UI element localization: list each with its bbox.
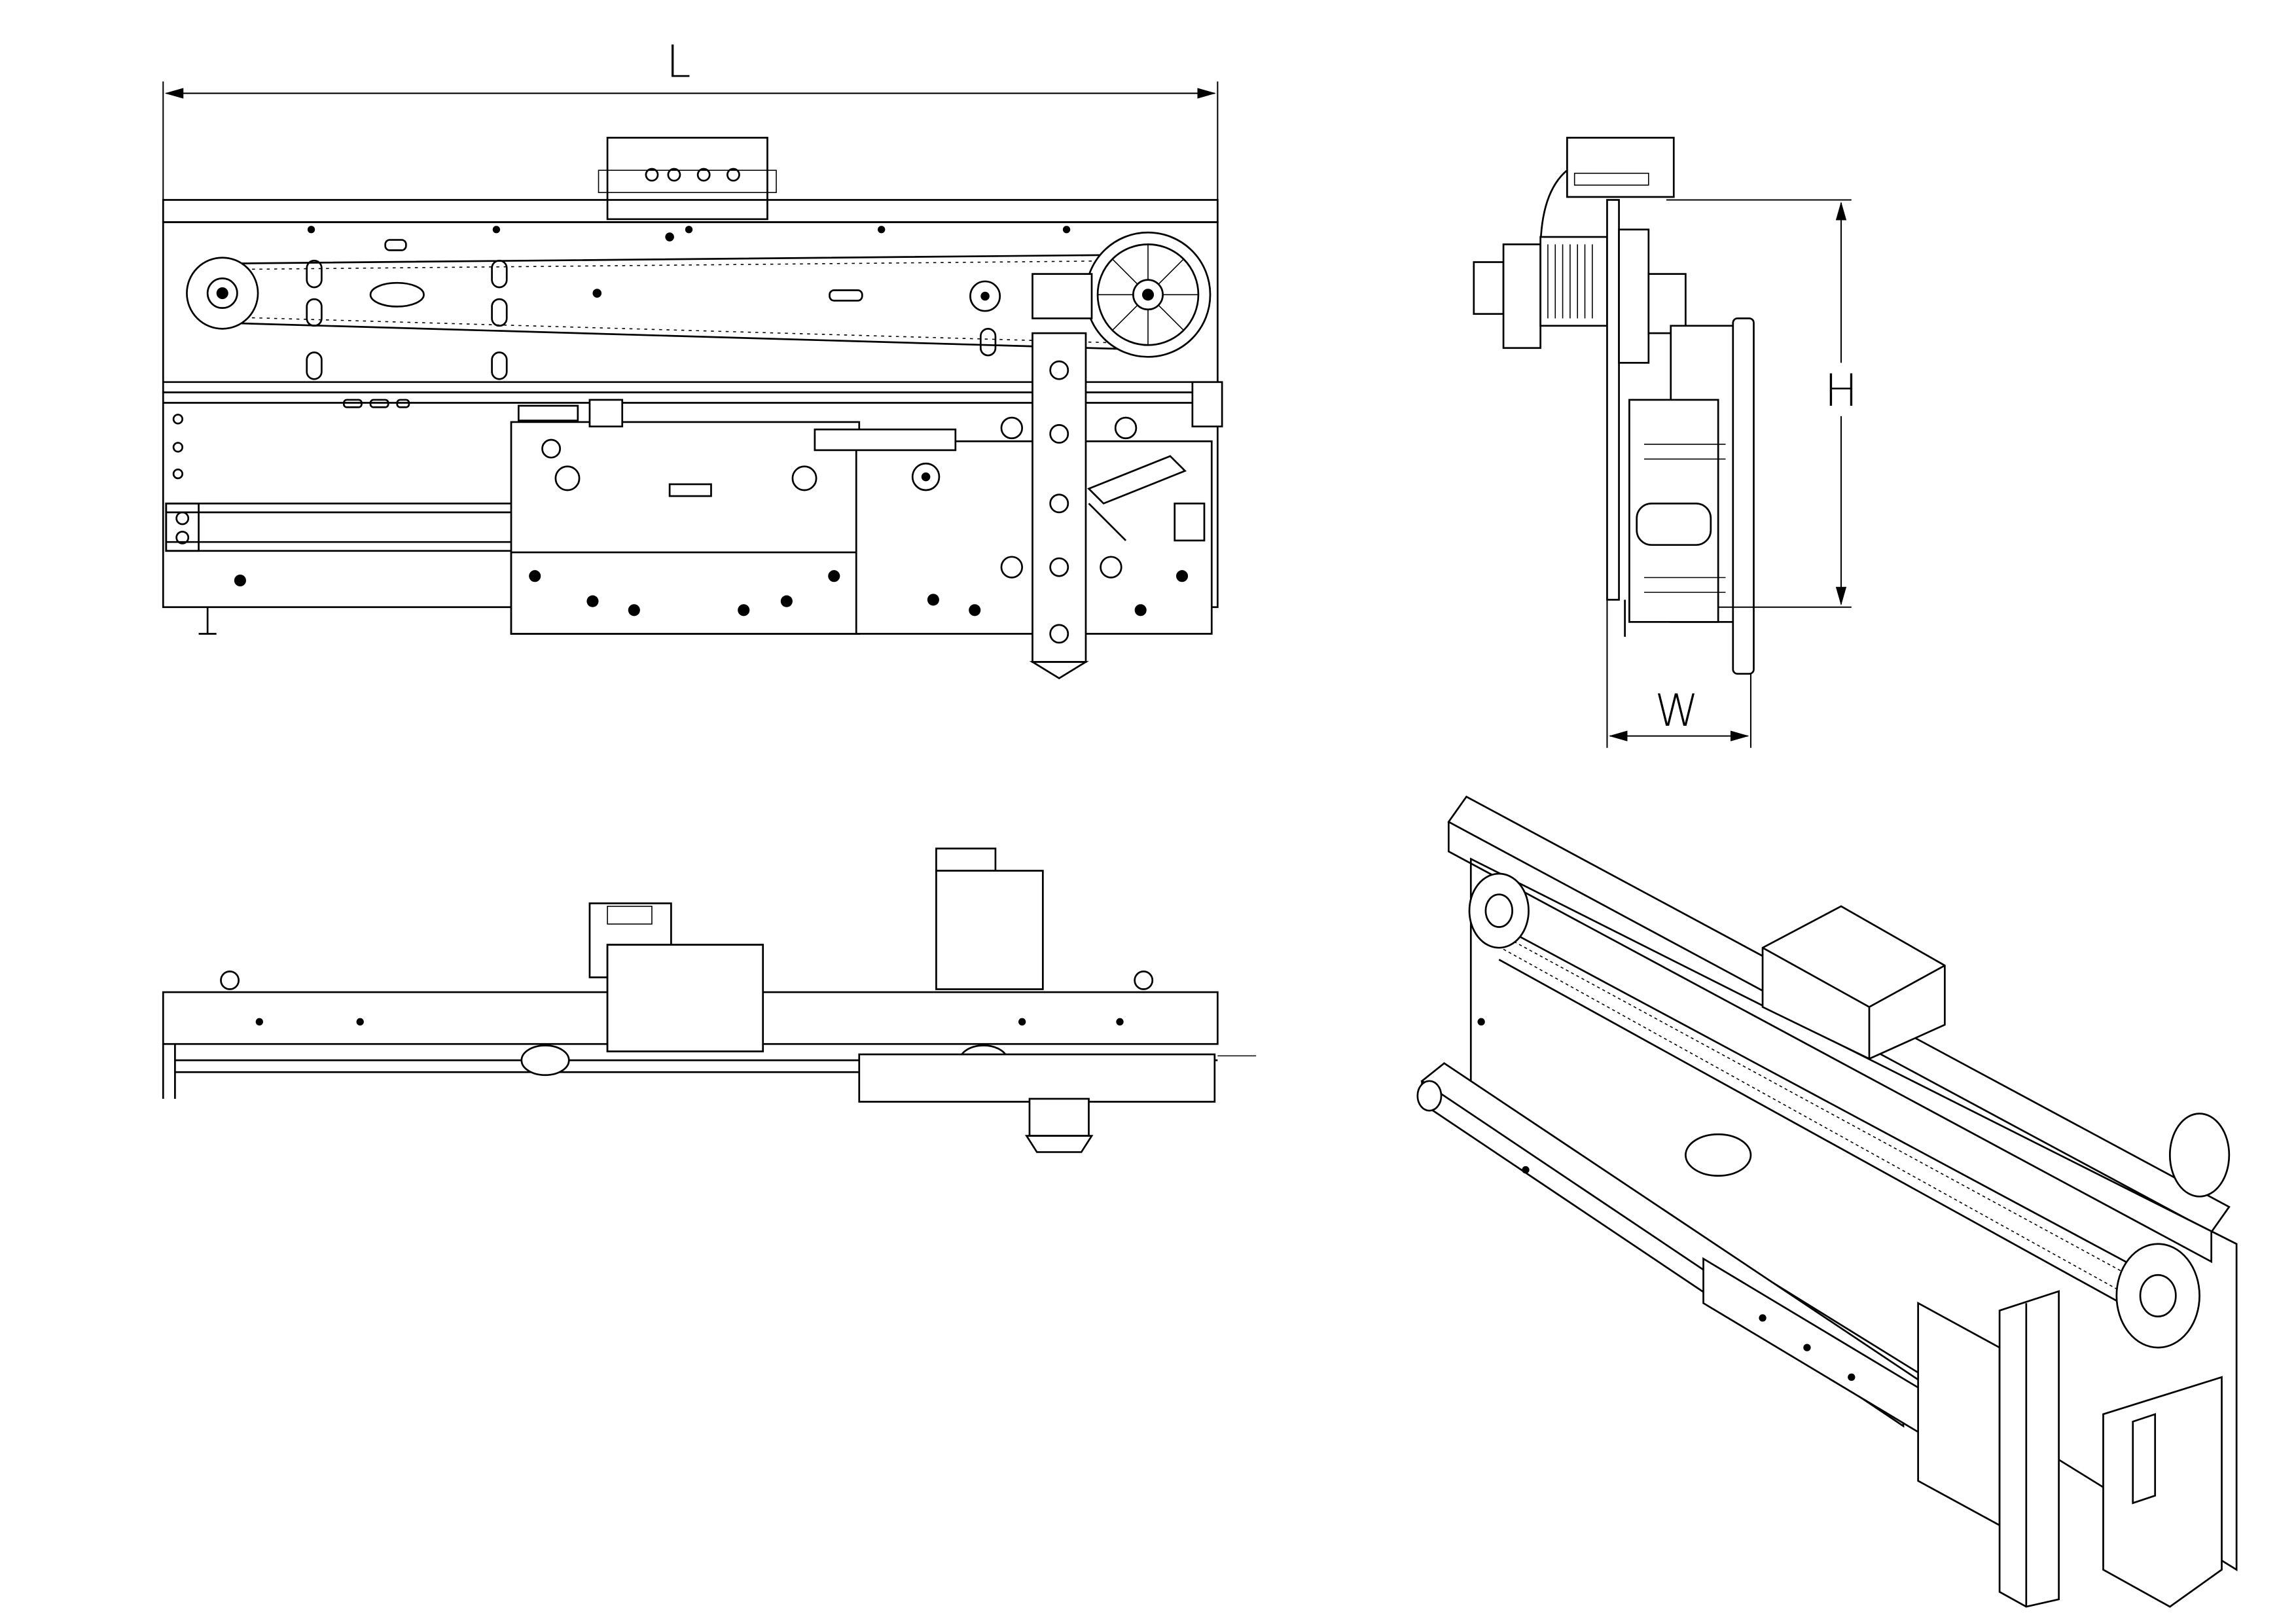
length-dimension: L — [162, 37, 1219, 200]
height-dimension: H — [1666, 199, 1863, 608]
iso-door-vane — [1998, 1290, 2060, 1608]
motor-body — [1502, 243, 1541, 349]
width-dimension: W — [1606, 599, 1751, 748]
top-view — [162, 847, 1257, 1153]
control-box — [606, 137, 768, 221]
front-view: L — [162, 37, 1223, 679]
door-vane — [1031, 332, 1087, 663]
side-control-box — [1566, 137, 1675, 198]
drive-belt — [222, 253, 1141, 351]
height-label: H — [1824, 365, 1857, 417]
isometric-view — [1416, 795, 2238, 1608]
top-motor — [935, 870, 1044, 990]
width-label: W — [1655, 685, 1698, 737]
side-view: H W — [1473, 137, 1863, 748]
iso-control-box — [1761, 905, 1946, 1060]
iso-belt — [1498, 925, 2149, 1319]
length-label: L — [666, 37, 691, 88]
